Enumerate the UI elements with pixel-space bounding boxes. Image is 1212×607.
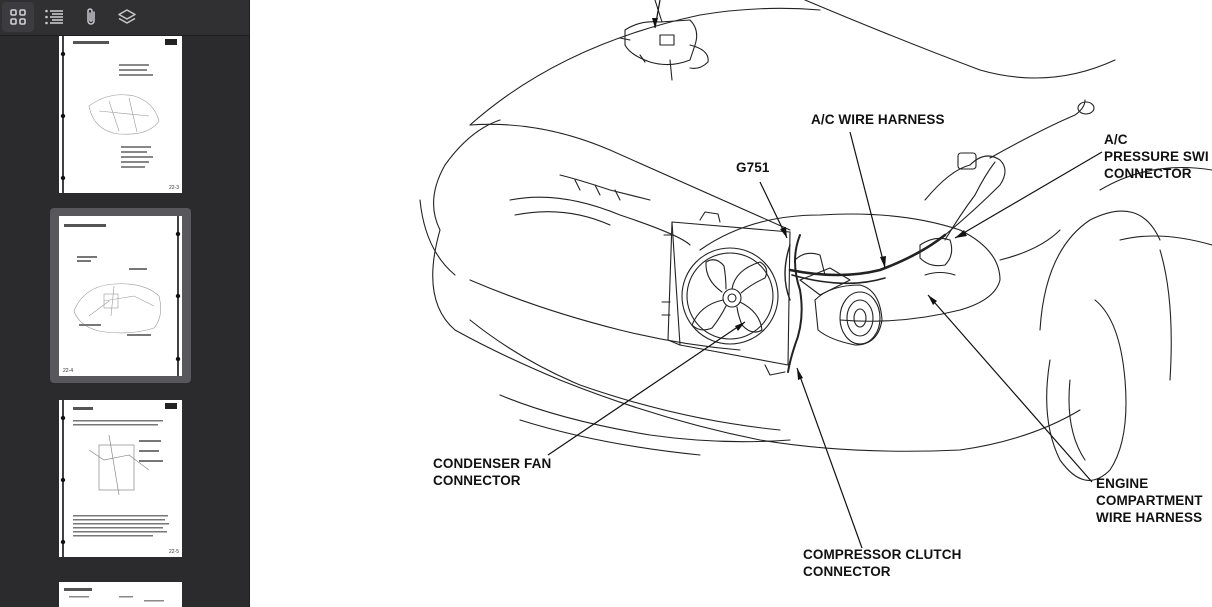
list-icon <box>45 9 63 25</box>
page-thumbnail[interactable] <box>59 582 182 607</box>
g751-label: G751 <box>736 160 770 175</box>
compressor-clutch-label: COMPRESSOR CLUTCH CONNECTOR <box>803 547 962 579</box>
outline-tab[interactable] <box>38 2 70 32</box>
attachments-tab[interactable] <box>75 2 107 32</box>
page-preview: 22-5 <box>60 400 179 557</box>
layers-tab[interactable] <box>111 2 143 32</box>
page-preview <box>64 588 164 602</box>
page-preview: 22-4 <box>63 216 181 376</box>
wiring-diagram <box>419 0 1212 549</box>
paperclip-icon <box>87 8 95 25</box>
sidebar-toolbar <box>0 0 249 36</box>
engine-compartment-label: ENGINE COMPARTMENT WIRE HARNESS <box>1096 476 1203 525</box>
page-number: 22-5 <box>169 549 179 555</box>
thumbnail-sidebar: 22-3 22-4 <box>0 0 250 607</box>
page-number: 22-3 <box>169 185 179 191</box>
page-number: 22-4 <box>63 368 73 374</box>
ac-wire-harness-label: A/C WIRE HARNESS <box>811 112 945 127</box>
layers-icon <box>118 9 136 24</box>
ac-pressure-switch-label: A/C PRESSURE SWI CONNECTOR <box>1104 132 1209 181</box>
page-thumbnail[interactable]: 22-3 <box>59 36 182 193</box>
grid-icon <box>10 9 26 25</box>
condenser-fan-label: CONDENSER FAN CONNECTOR <box>433 456 552 488</box>
page-preview: 22-3 <box>60 36 179 193</box>
page-thumbnail-current[interactable]: 22-4 <box>59 216 182 376</box>
document-viewer[interactable]: A/C WIRE HARNESS G751 A/C PRESSURE SWI C… <box>250 0 1212 607</box>
thumbnails-tab[interactable] <box>2 2 34 32</box>
page-thumbnail[interactable]: 22-5 <box>59 400 182 557</box>
